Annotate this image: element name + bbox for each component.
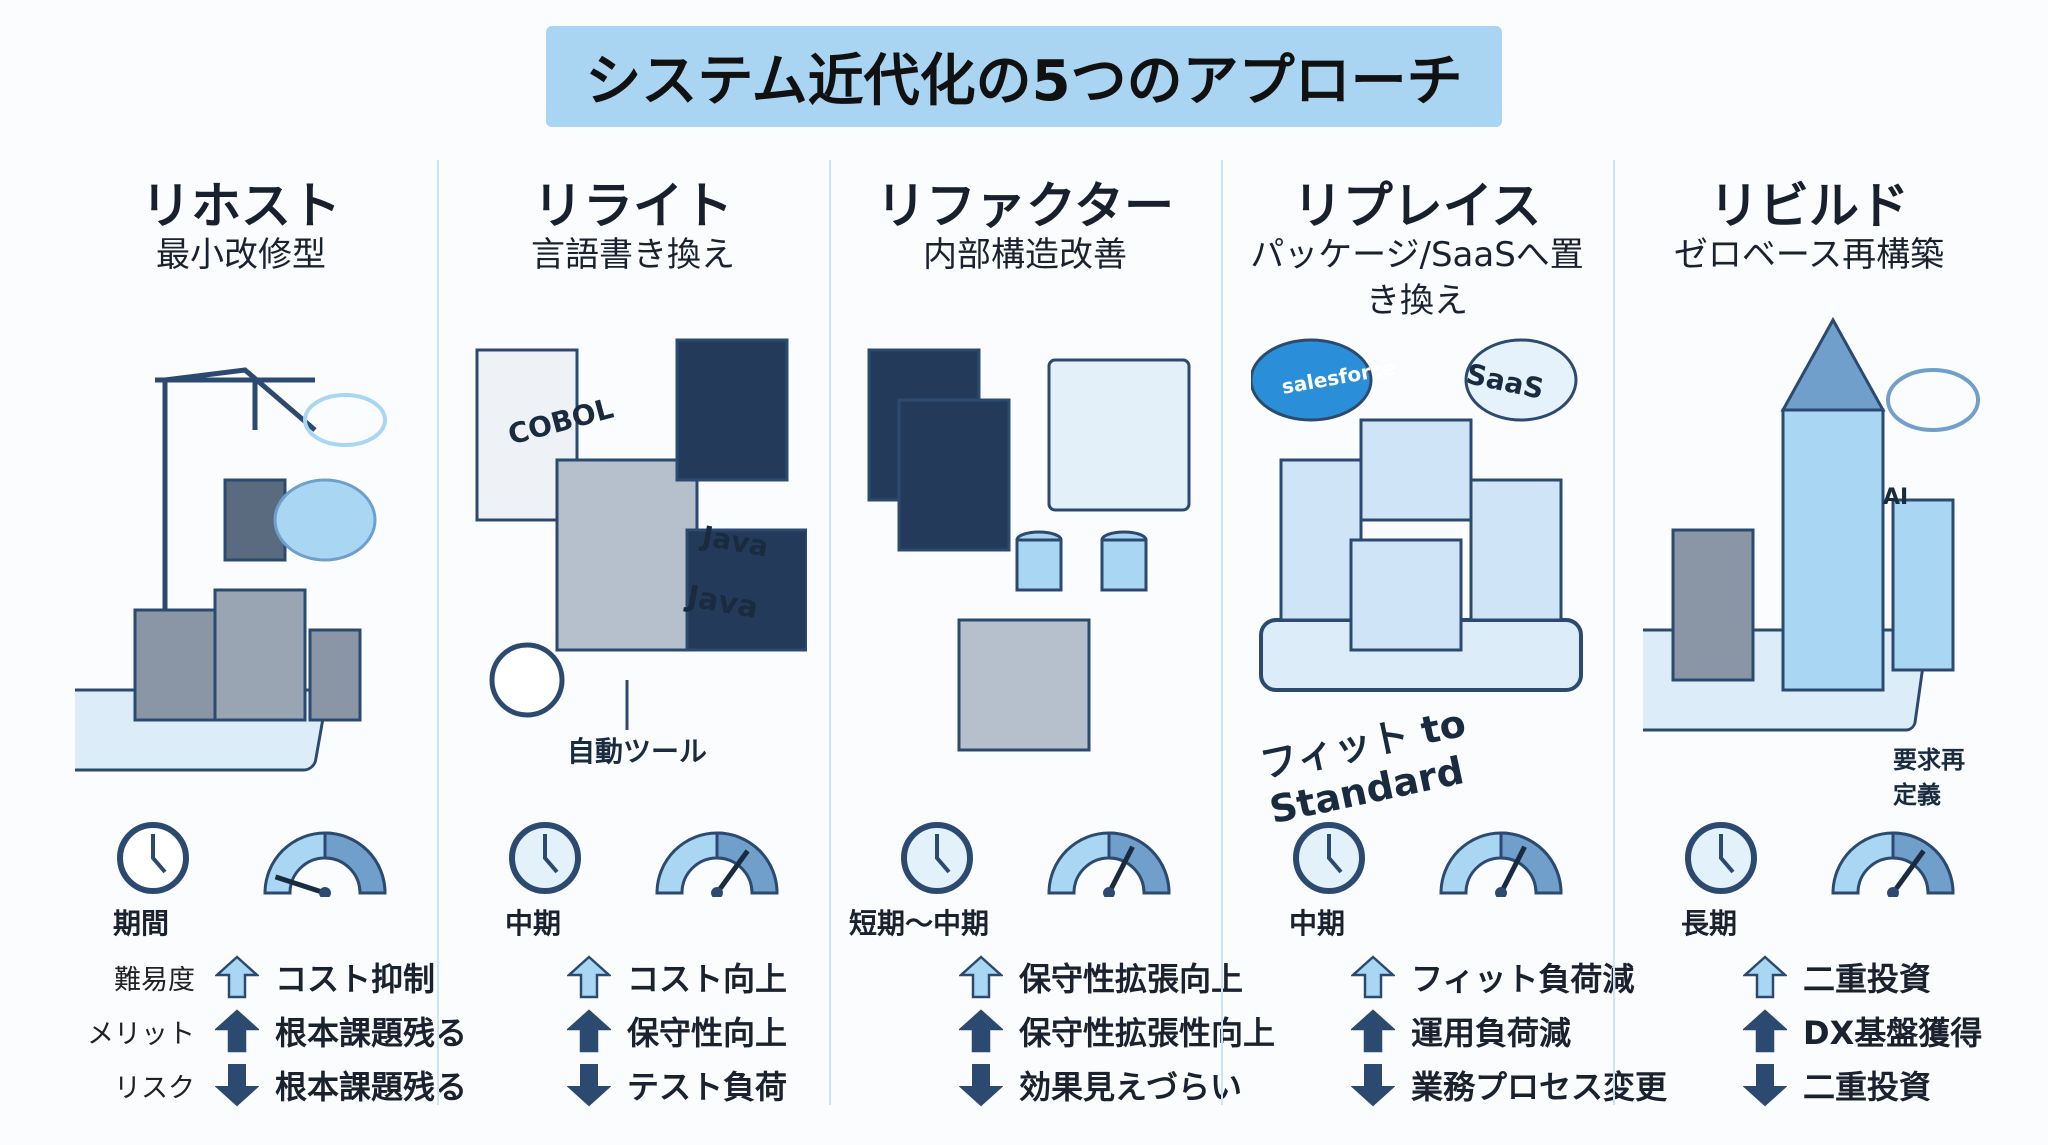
clock-icon <box>1291 820 1367 896</box>
clock-icon <box>899 820 975 896</box>
column-divider <box>1613 160 1615 1105</box>
period-label: 長期 <box>1681 907 1738 940</box>
arrow-up-outline-icon <box>1741 955 1789 999</box>
arrow-down-icon <box>566 1063 612 1107</box>
row-text: 保守性拡張性向上 <box>1019 1014 1276 1052</box>
approach-illustration <box>859 310 1199 810</box>
arrow-up-outline-icon <box>213 955 261 999</box>
approach-subtitle: 内部構造改善 <box>923 235 1127 275</box>
arrow-down-icon <box>1350 1063 1396 1107</box>
approach-name: リビルド <box>1709 177 1909 235</box>
approach-column: リビルド ゼロベース再構築 AI 要求再定義 長期 二重投資 DX基盤獲得 二重投… <box>1593 160 2005 1110</box>
clock-icon <box>507 820 583 896</box>
period-label: 短期〜中期 <box>849 907 990 940</box>
difficulty-gauge-icon <box>652 825 782 899</box>
approach-name: リファクター <box>876 177 1174 235</box>
illustration-label: AI <box>1883 485 1909 510</box>
row-label: 難易度 <box>114 964 195 996</box>
arrow-up-outline-icon <box>1349 955 1397 999</box>
approach-subtitle: ゼロベース再構築 <box>1673 235 1945 275</box>
row-text: 二重投資 <box>1803 1068 1932 1106</box>
row-text: テスト負荷 <box>627 1068 788 1106</box>
difficulty-gauge-icon <box>1828 825 1958 899</box>
approach-name: リライト <box>533 177 733 235</box>
clock-icon <box>115 820 191 896</box>
arrow-down-icon <box>1742 1063 1788 1107</box>
arrow-down-icon <box>958 1063 1004 1107</box>
row-text: 効果見えづらい <box>1019 1068 1243 1106</box>
row-text: 根本課題残る <box>275 1068 468 1106</box>
arrow-up-filled-icon <box>213 1009 261 1053</box>
row-text: 保守性拡張向上 <box>1019 960 1244 998</box>
approach-subtitle: 言語書き換え <box>531 235 735 275</box>
arrow-up-outline-icon <box>565 955 613 999</box>
column-divider <box>437 160 439 1105</box>
row-text: 根本課題残る <box>275 1014 468 1052</box>
approach-subtitle: 最小改修型 <box>156 235 326 275</box>
arrow-down-icon <box>214 1063 260 1107</box>
arrow-up-filled-icon <box>957 1009 1005 1053</box>
row-text: 運用負荷減 <box>1411 1014 1572 1052</box>
approach-column: リファクター 内部構造改善 短期〜中期 保守性拡張向上 保守性拡張性向上 効果見… <box>829 160 1275 1110</box>
difficulty-gauge-icon <box>260 825 390 899</box>
difficulty-gauge-icon <box>1436 825 1566 899</box>
row-text: コスト抑制 <box>275 960 436 998</box>
approach-name: リプレイス <box>1292 177 1542 235</box>
clock-icon <box>1683 820 1759 896</box>
approach-subtitle: パッケージ/SaaSへ置き換え <box>1250 235 1584 321</box>
approach-illustration: AI 要求再定義 <box>1593 310 1983 810</box>
column-divider <box>829 160 831 1105</box>
period-label: 期間 <box>113 907 170 940</box>
row-text: DX基盤獲得 <box>1803 1014 1983 1052</box>
column-divider <box>1221 160 1223 1105</box>
arrow-up-filled-icon <box>565 1009 613 1053</box>
period-label: 中期 <box>505 907 562 940</box>
difficulty-gauge-icon <box>1044 825 1174 899</box>
row-label: メリット <box>87 1018 195 1050</box>
illustration-label: 要求再定義 <box>1893 746 1965 809</box>
arrow-up-filled-icon <box>1349 1009 1397 1053</box>
row-text: 業務プロセス変更 <box>1411 1068 1668 1106</box>
page-title: システム近代化の5つのアプローチ <box>546 26 1502 127</box>
approach-name: リホスト <box>141 177 341 235</box>
row-text: コスト向上 <box>627 960 788 998</box>
arrow-up-outline-icon <box>957 955 1005 999</box>
row-label: リスク <box>114 1072 195 1104</box>
row-text: フィット負荷減 <box>1411 960 1635 998</box>
period-label: 中期 <box>1289 907 1346 940</box>
approach-column: リホスト 最小改修型 期間難易度 コスト抑制メリット 根本課題残るリスク 根本課… <box>13 160 467 1110</box>
illustration-label: 自動ツール <box>567 735 708 768</box>
arrow-up-filled-icon <box>1741 1009 1789 1053</box>
row-text: 保守性向上 <box>627 1014 788 1052</box>
approach-illustration <box>13 310 415 810</box>
row-text: 二重投資 <box>1803 960 1932 998</box>
